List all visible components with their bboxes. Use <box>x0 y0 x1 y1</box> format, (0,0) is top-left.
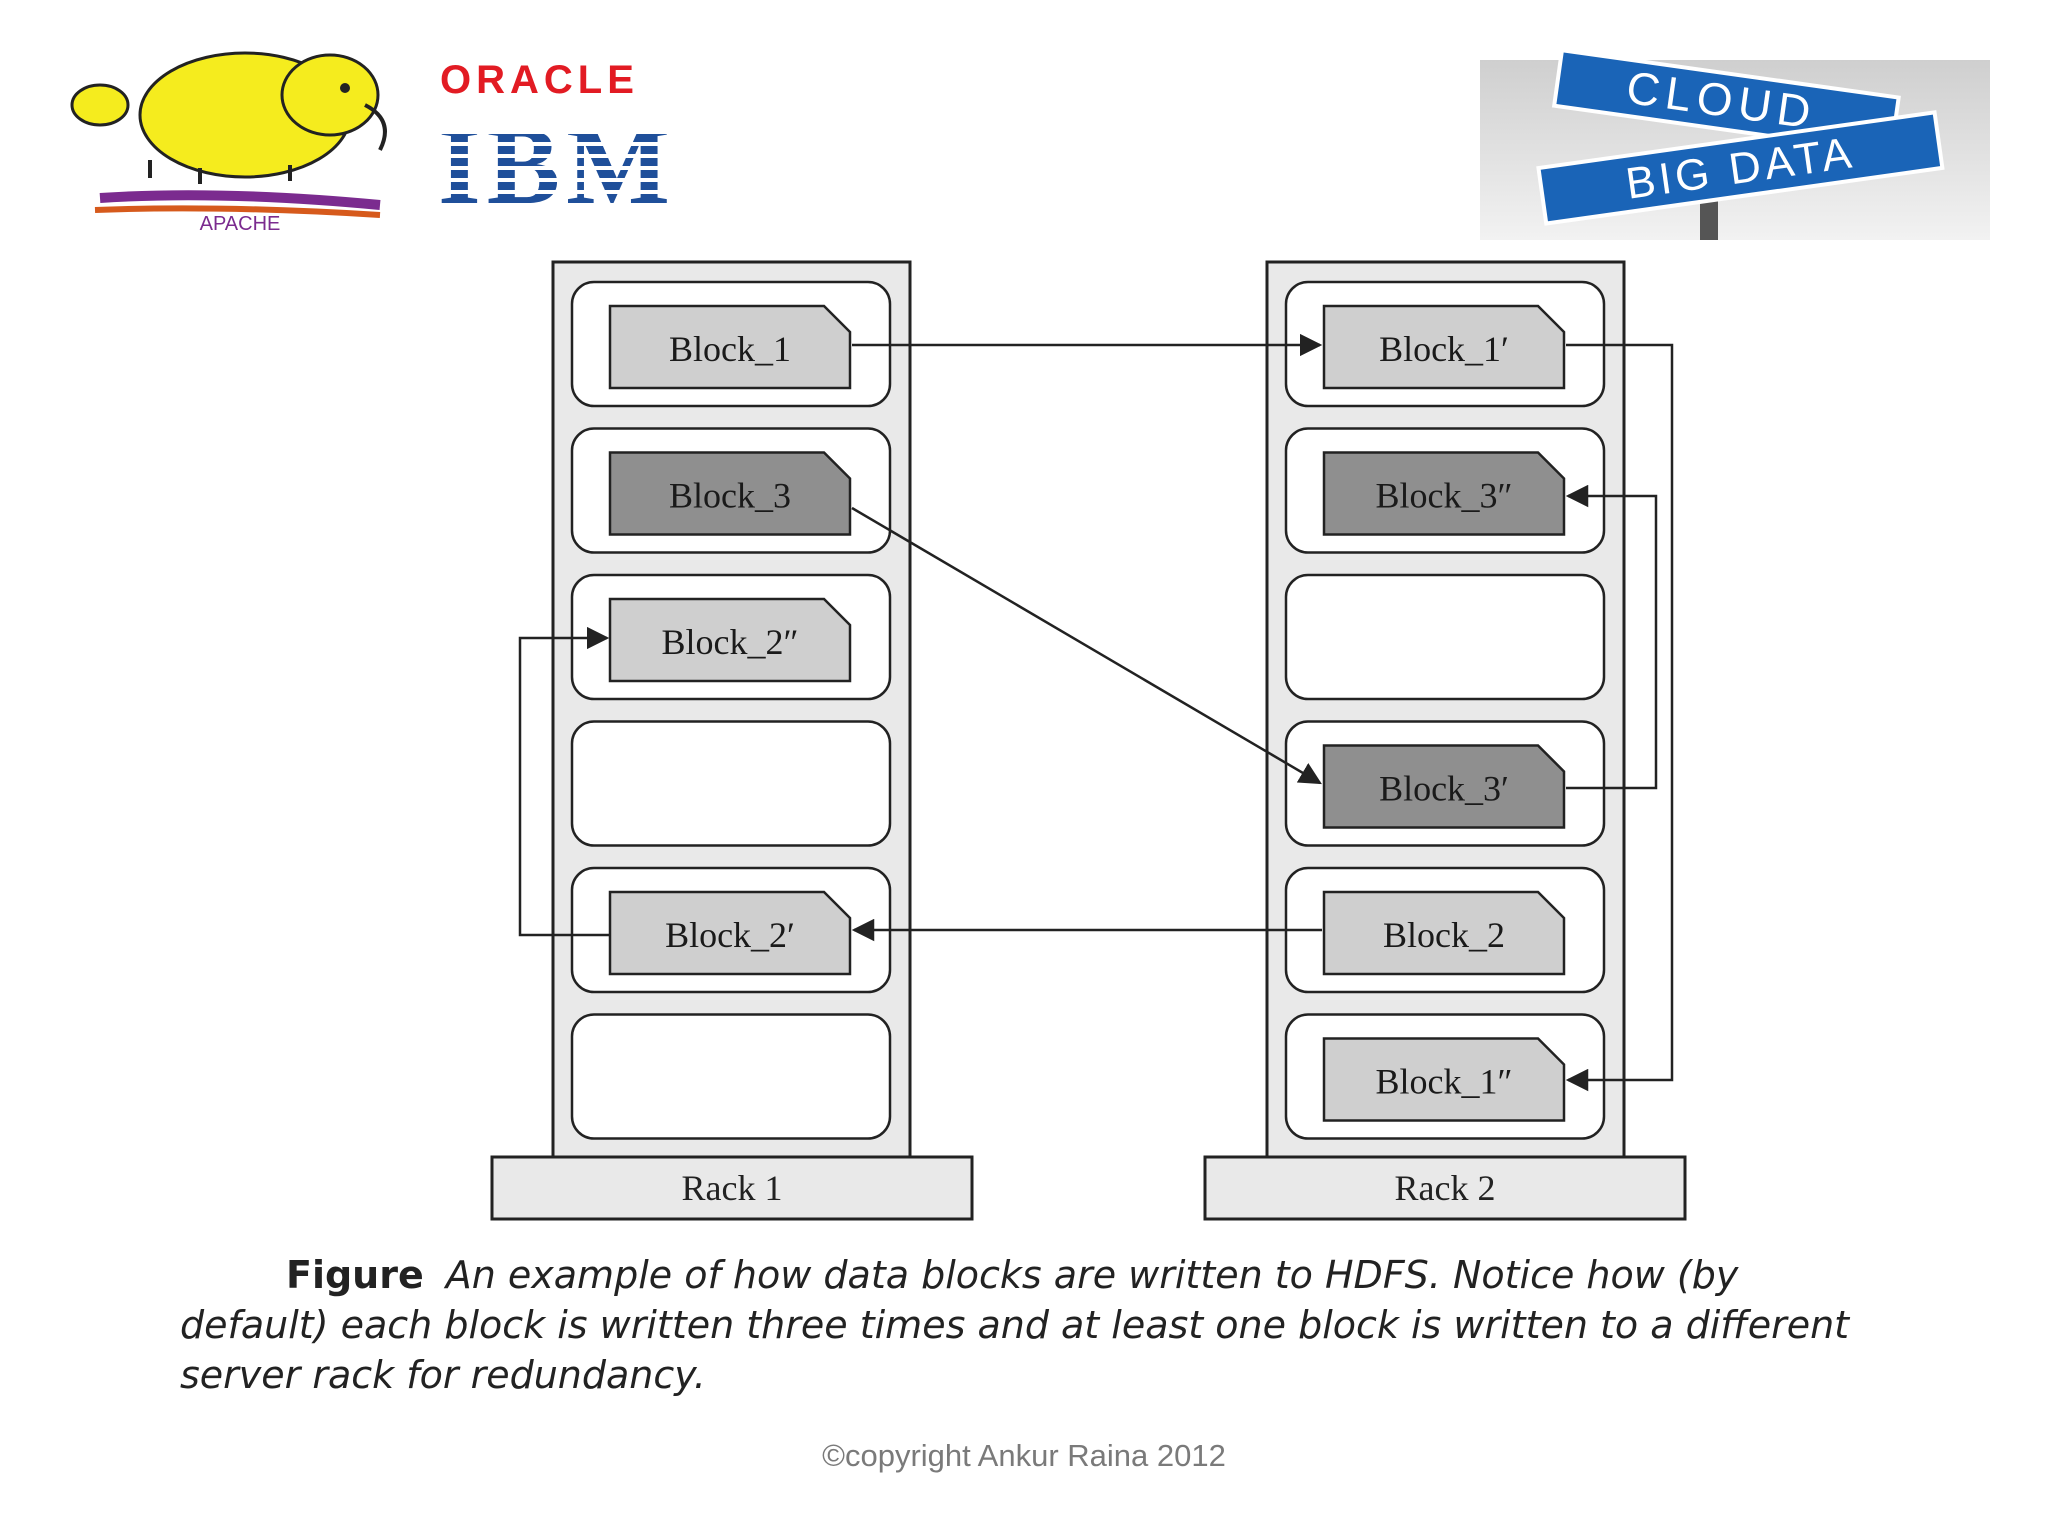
figure-caption-text: An example of how data blocks are writte… <box>180 1253 1850 1397</box>
data-block <box>1322 890 1566 976</box>
arrow-block3prime-to-block3dblprime <box>1565 484 1658 790</box>
arrow-block3-to-block3prime <box>851 506 1322 785</box>
rack-2-slot-3 <box>1284 573 1606 701</box>
block-label: Block_3′ <box>1379 769 1509 809</box>
block-label: Block_1″ <box>1376 1062 1513 1102</box>
block-label: Block_3″ <box>1376 476 1513 516</box>
rack-2: Rack 2 <box>1203 260 1687 1221</box>
block-label: Block_2 <box>1383 915 1505 955</box>
data-block <box>1322 451 1566 536</box>
rack-1: Rack 1 <box>490 260 974 1221</box>
arrow-block2prime-to-block2dblprime <box>518 626 610 937</box>
block-label: Block_2″ <box>662 622 799 662</box>
block-label: Block_1′ <box>1379 329 1509 369</box>
block-label: Block_2′ <box>665 915 795 955</box>
data-block <box>608 304 852 390</box>
block-label: Block_3 <box>669 476 791 516</box>
block-label: Block_1 <box>669 329 791 369</box>
rack-1-slot-4 <box>570 720 892 847</box>
ibm-logo: IBM <box>430 105 810 227</box>
cloud-big-data-sign: CLOUD BIG DATA <box>1480 47 1990 240</box>
data-block <box>608 597 852 683</box>
data-block <box>1322 744 1566 829</box>
rack-2-label: Rack 2 <box>1395 1168 1496 1208</box>
hadoop-logo: APACHE <box>70 51 387 235</box>
data-block <box>1322 304 1566 390</box>
oracle-logo: ORACLE <box>440 58 639 102</box>
data-block <box>608 890 852 976</box>
data-block <box>608 451 852 536</box>
rack-1-label: Rack 1 <box>682 1168 783 1208</box>
data-block <box>1322 1037 1566 1122</box>
replication-arrows <box>518 333 1674 1092</box>
arrow-block1prime-to-block1dblprime <box>1565 343 1674 1092</box>
copyright-footer: ©copyright Ankur Raina 2012 <box>822 1438 1226 1473</box>
figure-label: Figure <box>286 1253 424 1297</box>
rack-1-slot-6 <box>570 1013 892 1140</box>
apache-text: APACHE <box>200 213 281 235</box>
